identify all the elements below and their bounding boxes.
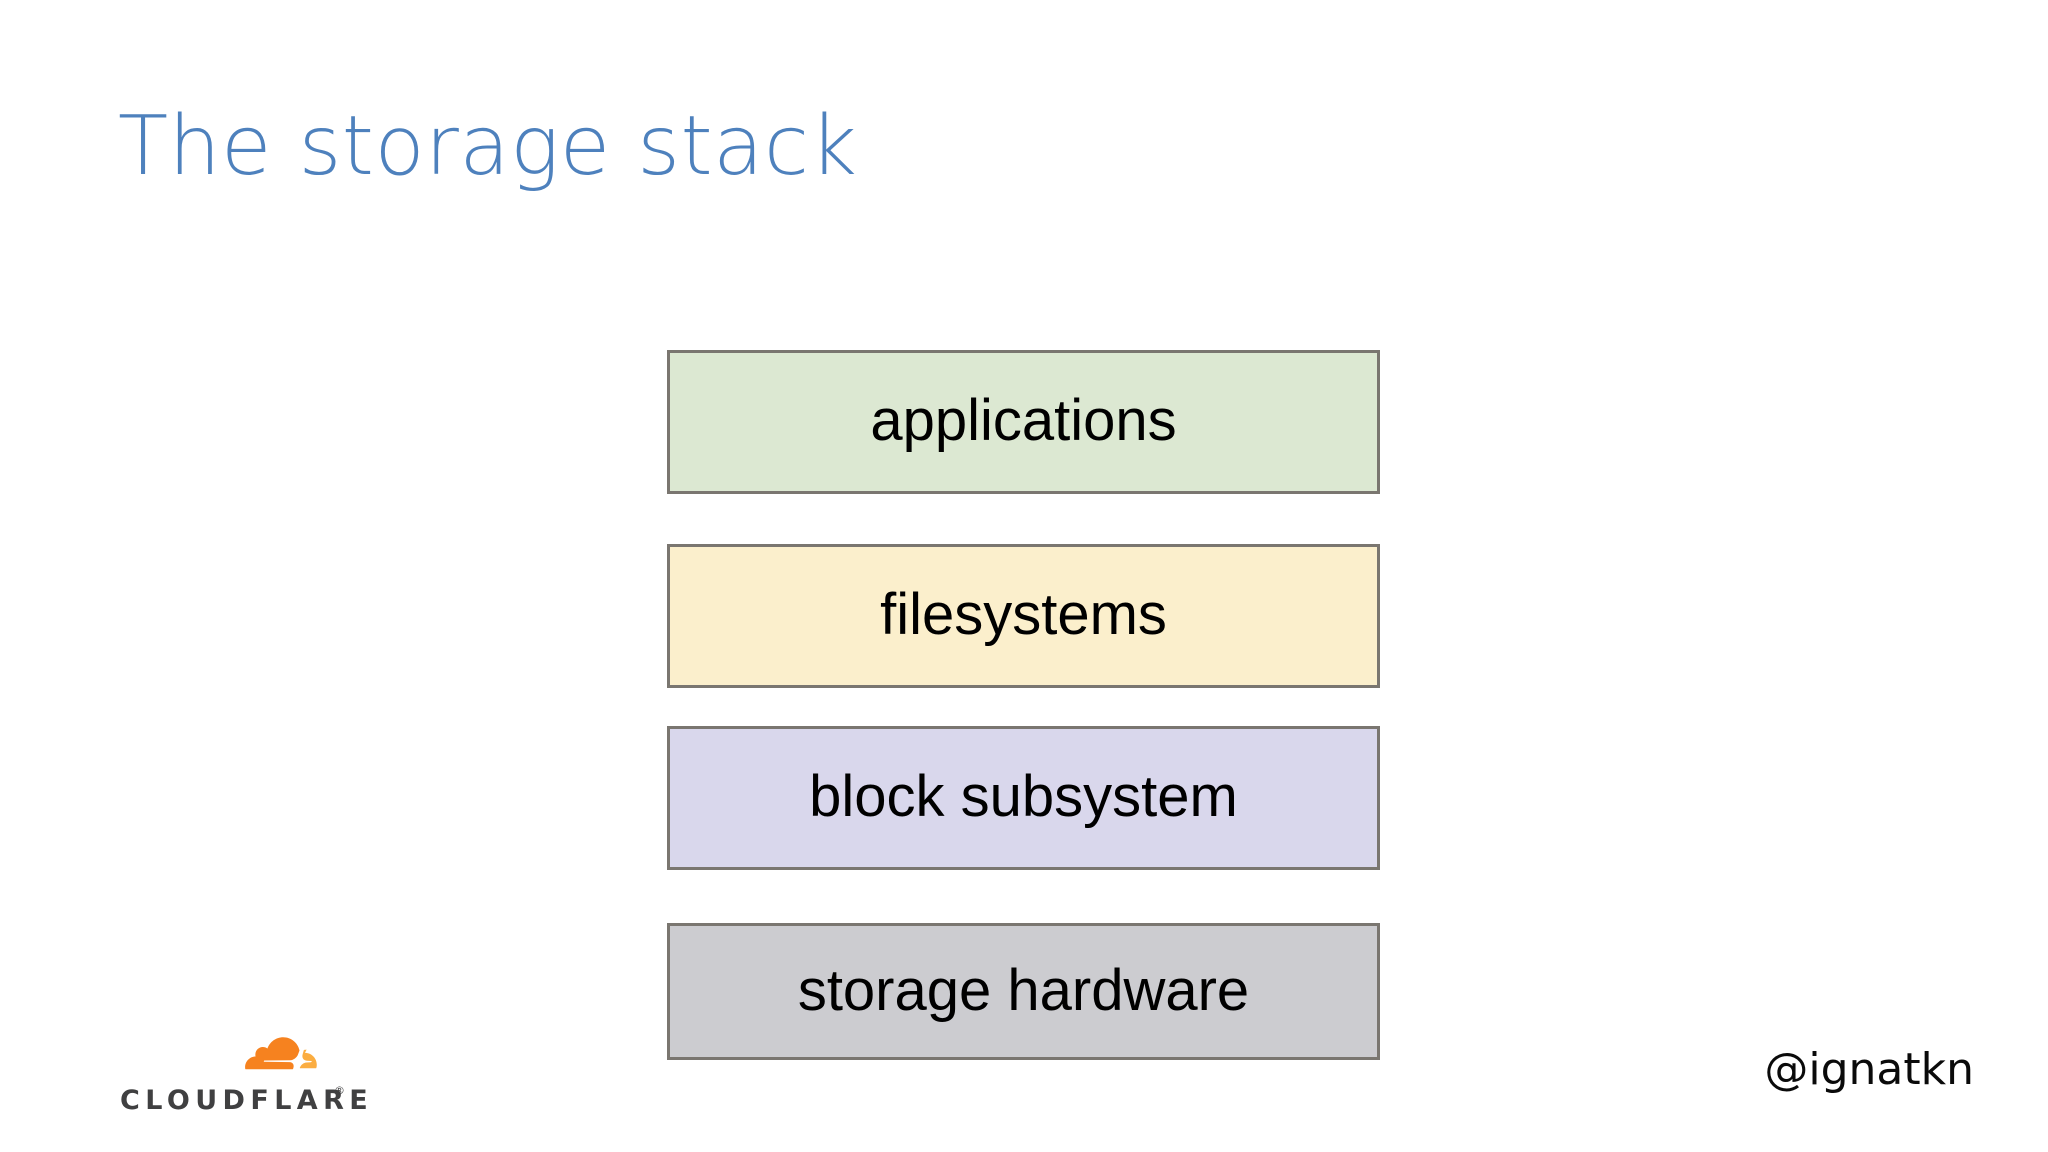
stack-layer-storage-hardware: storage hardware <box>667 923 1380 1060</box>
stack-layer-label: block subsystem <box>809 764 1238 829</box>
page-title: The storage stack <box>118 99 858 194</box>
author-handle: @ignatkn <box>1764 1044 1974 1095</box>
storage-stack-diagram: applications filesystems block subsystem… <box>667 350 1380 1060</box>
stack-layer-label: filesystems <box>880 582 1167 647</box>
cloudflare-wordmark-text: CLOUDFLARE <box>120 1085 374 1116</box>
cloudflare-cloud-icon <box>214 1028 324 1082</box>
stack-layer-filesystems: filesystems <box>667 544 1380 688</box>
registered-trademark-symbol: ® <box>334 1084 345 1097</box>
stack-layer-block-subsystem: block subsystem <box>667 726 1380 870</box>
stack-layer-applications: applications <box>667 350 1380 494</box>
cloudflare-wordmark: CLOUDFLARE <box>120 1086 368 1116</box>
cloudflare-logo: CLOUDFLARE ® <box>120 1028 368 1120</box>
stack-layer-label: applications <box>870 388 1177 453</box>
stack-layer-label: storage hardware <box>797 957 1250 1023</box>
